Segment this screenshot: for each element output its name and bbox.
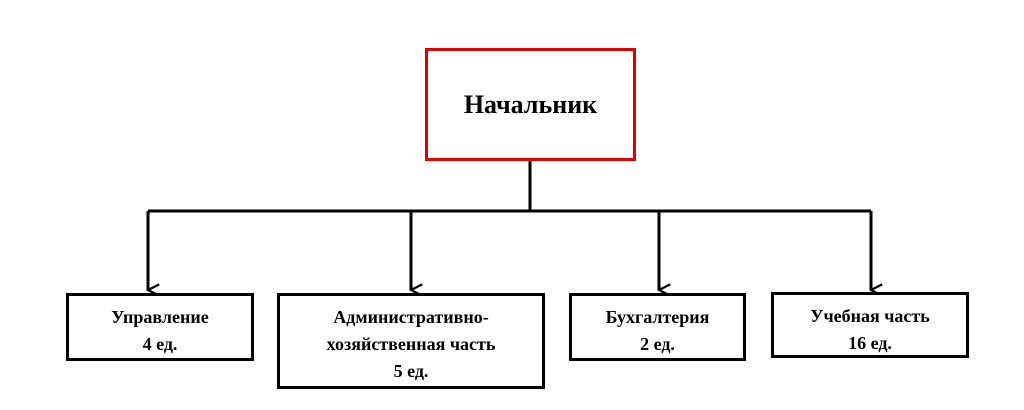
- department-staff-count: 2 ед.: [640, 334, 675, 354]
- department-name-line-1: Административно-: [333, 307, 489, 327]
- department-name: Учебная часть: [810, 306, 930, 326]
- department-staff-count: 16 ед.: [848, 333, 892, 353]
- head-label: Начальник: [463, 89, 598, 119]
- department-box-accounting: Бухгалтерия 2 ед.: [569, 293, 746, 361]
- department-staff-count: 5 ед.: [393, 361, 429, 381]
- department-name: Управление: [111, 307, 209, 327]
- department-staff-count: 4 ед.: [142, 334, 178, 354]
- head-box: Начальник: [425, 48, 636, 161]
- department-name-line-2: хозяйственная часть: [326, 334, 496, 354]
- department-box-admin: Административно- хозяйственная часть 5 е…: [277, 293, 545, 389]
- department-box-education: Учебная часть 16 ед.: [771, 292, 969, 358]
- department-name: Бухгалтерия: [605, 307, 710, 327]
- department-box-management: Управление 4 ед.: [66, 293, 254, 361]
